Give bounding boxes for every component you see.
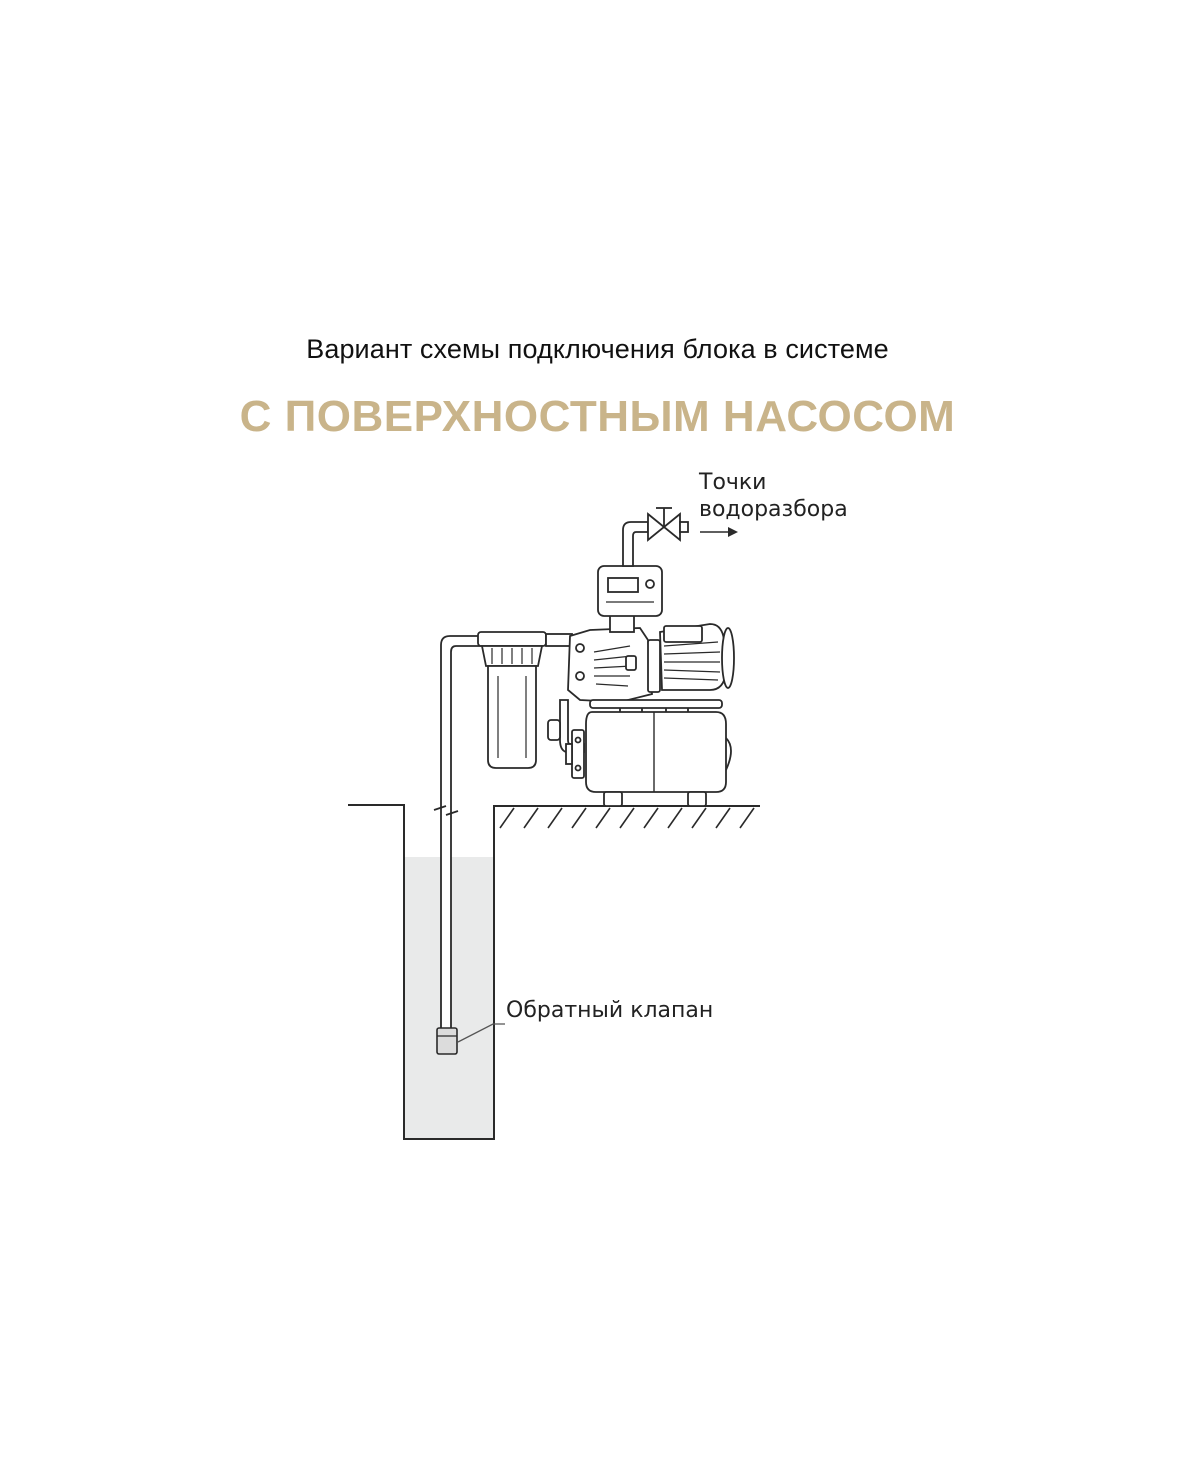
hydraulic-tank (585, 699, 732, 807)
ground-surface (494, 805, 760, 829)
filter-housing (477, 631, 547, 769)
well-shaft (348, 804, 495, 1140)
pump-motor (659, 623, 735, 691)
check-valve (436, 1023, 505, 1055)
pump-body (567, 627, 661, 703)
outlet-label-line1: Точки (698, 470, 766, 495)
check-valve-label: Обратный клапан (506, 998, 713, 1023)
diagram-title: С ПОВЕРХНОСТНЫМ НАСОСОМ (239, 392, 956, 441)
diagram-subtitle: Вариант схемы подключения блока в систем… (306, 334, 889, 364)
outlet-pipe (622, 521, 649, 567)
drain-valve (565, 729, 585, 779)
outlet-label-line2: водоразбора (699, 497, 848, 522)
connecting-pipe (545, 633, 573, 647)
outlet-arrow (700, 527, 738, 537)
tap-valve (647, 507, 689, 542)
pressure-controller (597, 565, 663, 633)
